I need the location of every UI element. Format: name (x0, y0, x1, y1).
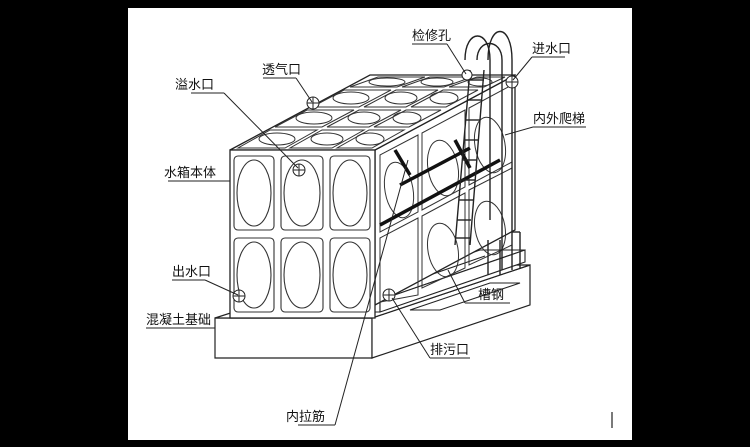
label-inlet: 进水口 (532, 42, 571, 57)
label-overflow: 溢水口 (175, 78, 214, 93)
top-panels (236, 76, 506, 149)
internal-tie-bars (379, 139, 501, 227)
diagram-canvas: 检修孔 进水口 透气口 溢水口 内外爬梯 水箱本体 出水口 混凝土基础 槽钢 排… (128, 8, 632, 440)
pipe-fittings (232, 69, 519, 303)
leader-lines (146, 43, 586, 426)
ladder (454, 30, 521, 275)
label-channel-steel: 槽钢 (478, 288, 504, 303)
label-drain: 排污口 (430, 343, 469, 358)
water-tank-diagram: 检修孔 进水口 透气口 溢水口 内外爬梯 水箱本体 出水口 混凝土基础 槽钢 排… (146, 29, 613, 428)
label-inspection-hole: 检修孔 (412, 29, 451, 44)
label-foundation: 混凝土基础 (146, 312, 211, 328)
label-tie-bar: 内拉筋 (286, 409, 325, 425)
tank-front-face (229, 149, 376, 319)
front-panels (233, 155, 371, 313)
label-vent: 透气口 (262, 62, 301, 78)
label-tank-body: 水箱本体 (164, 165, 216, 181)
label-ladder: 内外爬梯 (533, 111, 585, 127)
label-outlet: 出水口 (172, 265, 211, 280)
